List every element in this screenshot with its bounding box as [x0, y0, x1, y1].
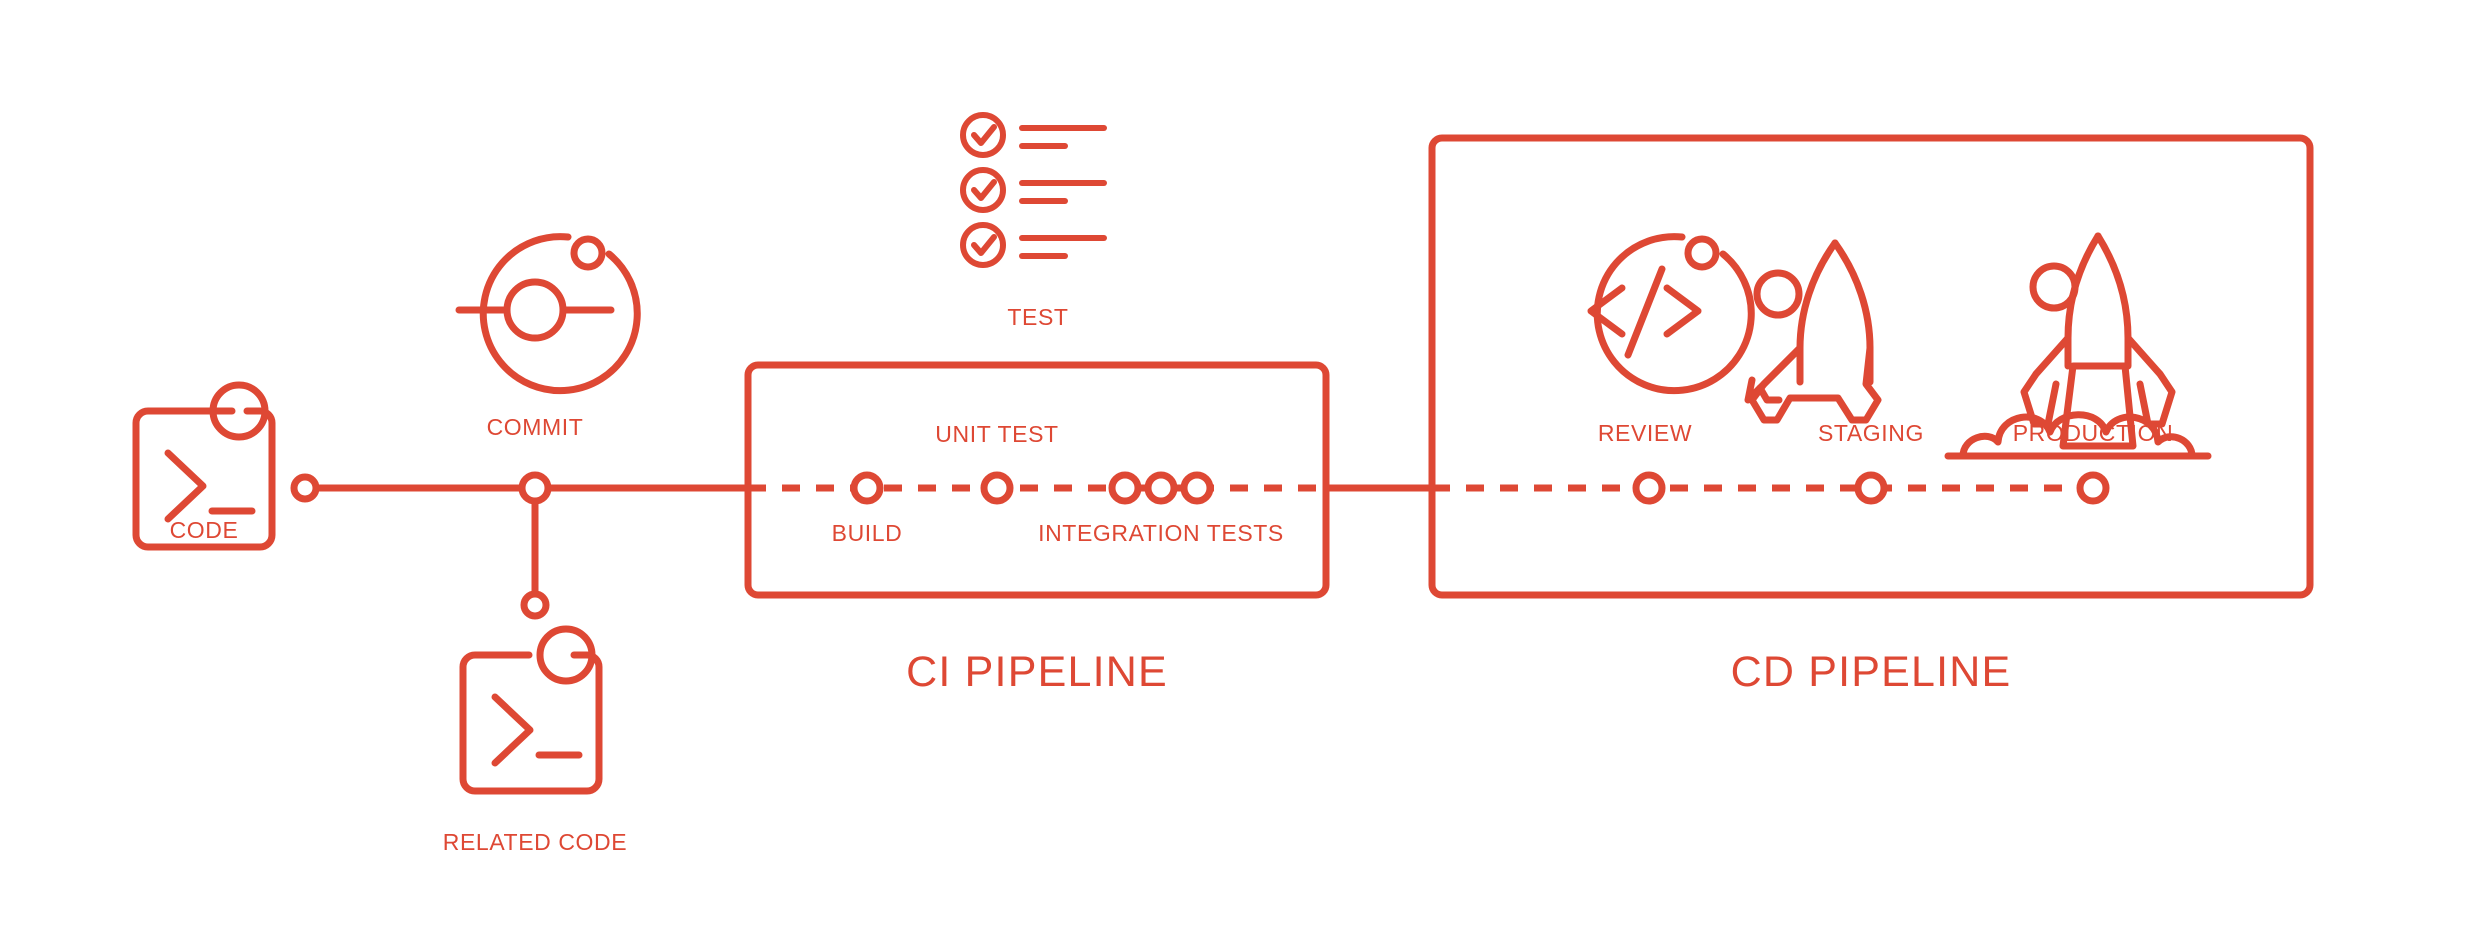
commit-icon-group[interactable]: COMMIT	[455, 233, 641, 440]
cd-pipeline-box-group: CD PIPELINE	[1428, 134, 2314, 696]
cd-node-review[interactable]	[1632, 471, 1666, 505]
cd-node-staging[interactable]	[1854, 471, 1888, 505]
checkmark-icon-2	[971, 179, 997, 201]
check-circle-icon-2	[960, 167, 1006, 213]
rocket-fin-right-icon	[2124, 334, 2176, 428]
staging-rocket-icon-group[interactable]: STAGING	[1744, 239, 1924, 446]
ci-pipeline-box	[744, 361, 1330, 599]
integration-tests-label: INTEGRATION TESTS	[1038, 520, 1284, 546]
cd-timeline-group	[1432, 471, 2110, 505]
cd-pipeline-box	[1428, 134, 2314, 599]
chevron-prompt-icon	[491, 693, 534, 767]
commit-timeline-node[interactable]	[518, 471, 552, 505]
commit-inner-circle-icon	[503, 278, 567, 342]
checkmark-icon-1	[971, 124, 997, 146]
review-icon-group[interactable]: REVIEW	[1587, 233, 1755, 446]
cd-pipeline-title: CD PIPELINE	[1731, 648, 2012, 696]
timeline-start-node[interactable]	[290, 473, 320, 503]
rocket-porthole-icon	[2029, 262, 2079, 312]
rocket-porthole-icon	[1753, 269, 1803, 319]
test-checklist-icon-group[interactable]: TEST	[960, 112, 1107, 330]
ci-node-unit-test[interactable]	[980, 471, 1014, 505]
cd-node-production[interactable]	[2076, 471, 2110, 505]
test-label: TEST	[1007, 304, 1068, 330]
ci-node-integration-3[interactable]	[1180, 471, 1214, 505]
related-code-icon-group[interactable]: RELATED CODE	[443, 625, 627, 855]
staging-label: STAGING	[1818, 420, 1924, 446]
angle-bracket-right-icon	[1663, 284, 1702, 338]
related-code-label: RELATED CODE	[443, 829, 627, 855]
review-outer-ring-icon	[1593, 233, 1755, 395]
code-label: CODE	[170, 517, 239, 543]
ci-timeline-group: BUILD UNIT TEST INTEGRATION TESTS	[748, 421, 1432, 546]
review-label: REVIEW	[1598, 420, 1692, 446]
review-orbit-dot-icon	[1684, 235, 1720, 271]
rocket-body-left-icon	[1796, 239, 1839, 386]
related-code-branch-node[interactable]	[520, 590, 550, 620]
commit-label: COMMIT	[487, 414, 584, 440]
launch-smoke-cloud-icon	[1959, 411, 2196, 460]
rocket-body-right-icon	[1831, 239, 1874, 386]
ci-pipeline-title: CI PIPELINE	[906, 648, 1168, 696]
terminal-window-shape	[132, 407, 276, 551]
check-circle-icon-1	[960, 112, 1006, 158]
rocket-base-icon	[1748, 344, 1882, 424]
production-rocket-launch-icon-group[interactable]: PRODUCTION	[1944, 232, 2212, 460]
commit-orbit-dot-icon	[570, 235, 606, 271]
ci-pipeline-box-group: CI PIPELINE	[744, 361, 1330, 696]
code-icon-group[interactable]: CODE	[132, 381, 276, 551]
production-label: PRODUCTION	[2013, 420, 2174, 446]
terminal-window-shape	[459, 651, 603, 795]
angle-bracket-left-icon	[1587, 284, 1626, 338]
check-circle-icon-3	[960, 222, 1006, 268]
ci-node-build[interactable]	[850, 471, 884, 505]
build-label: BUILD	[832, 520, 903, 546]
rocket-body-right-icon	[2094, 232, 2132, 370]
slash-icon	[1624, 265, 1666, 359]
ci-node-integration-2[interactable]	[1144, 471, 1178, 505]
unit-test-label: UNIT TEST	[935, 421, 1058, 447]
terminal-badge-circle-icon	[536, 625, 596, 685]
commit-outer-ring-icon	[479, 233, 641, 395]
commit-branch-group	[518, 471, 552, 620]
terminal-badge-circle-icon	[209, 381, 269, 441]
chevron-prompt-icon	[164, 449, 207, 523]
rocket-fin-left-icon	[2020, 334, 2072, 428]
checkmark-icon-3	[971, 234, 997, 256]
ci-node-integration-1[interactable]	[1108, 471, 1142, 505]
